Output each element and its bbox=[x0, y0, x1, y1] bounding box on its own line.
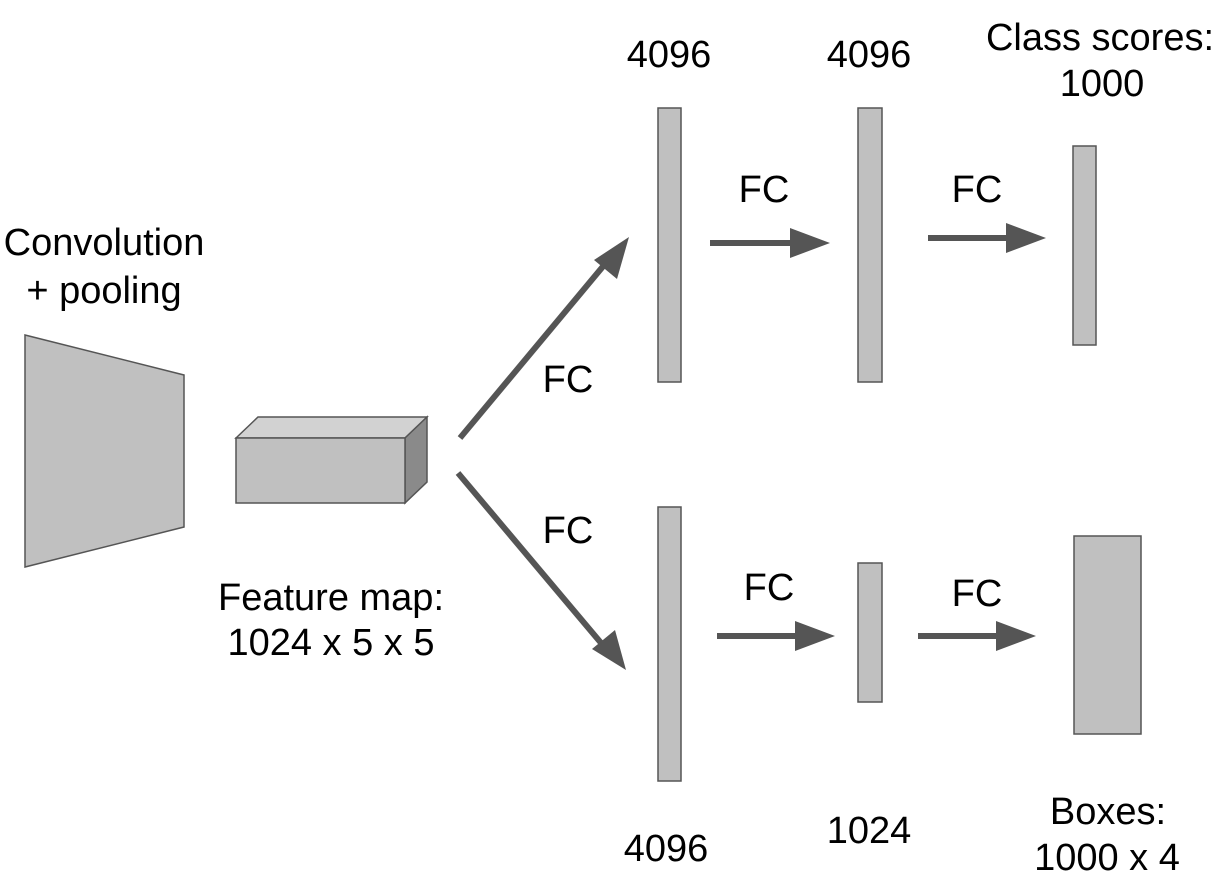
top-fc-layer-1 bbox=[657, 107, 682, 383]
top-branch-arrow-label: FC bbox=[543, 359, 594, 401]
boxes-label-line1: Boxes: bbox=[1050, 791, 1166, 833]
conv-pool-block bbox=[24, 334, 185, 568]
top-layer1-size: 4096 bbox=[627, 34, 712, 76]
bottom-arrow-2-label: FC bbox=[952, 573, 1003, 615]
bottom-branch-arrow bbox=[455, 471, 615, 658]
boxes-output-layer bbox=[1073, 535, 1142, 735]
bottom-fc-layer-1 bbox=[657, 506, 682, 782]
top-arrow-1 bbox=[790, 228, 830, 258]
top-layer2-size: 4096 bbox=[827, 34, 912, 76]
bottom-layer2-size: 1024 bbox=[827, 810, 912, 852]
top-arrow-2 bbox=[1006, 223, 1046, 253]
top-fc-layer-2 bbox=[857, 107, 883, 383]
class-scores-label-line2: 1000 bbox=[1060, 63, 1145, 105]
top-arrow-1-label: FC bbox=[739, 169, 790, 211]
bottom-arrow-1-label: FC bbox=[744, 567, 795, 609]
conv-label-line1: Convolution bbox=[4, 222, 205, 264]
feature-map-label-line1: Feature map: bbox=[218, 577, 444, 619]
bottom-arrow-2 bbox=[996, 621, 1036, 651]
bottom-layer1-size: 4096 bbox=[624, 828, 709, 870]
top-arrow-2-label: FC bbox=[952, 169, 1003, 211]
top-branch-arrow bbox=[457, 250, 618, 440]
class-scores-label-line1: Class scores: bbox=[986, 17, 1214, 59]
bottom-branch-arrow-label: FC bbox=[543, 510, 594, 552]
feature-map-box bbox=[234, 415, 429, 505]
bottom-fc-layer-2 bbox=[857, 562, 883, 703]
class-scores-layer bbox=[1072, 145, 1097, 346]
conv-label-line2: + pooling bbox=[26, 270, 181, 312]
feature-map-label-line2: 1024 x 5 x 5 bbox=[227, 622, 434, 664]
boxes-label-line2: 1000 x 4 bbox=[1034, 837, 1180, 878]
bottom-arrow-1 bbox=[795, 621, 835, 651]
